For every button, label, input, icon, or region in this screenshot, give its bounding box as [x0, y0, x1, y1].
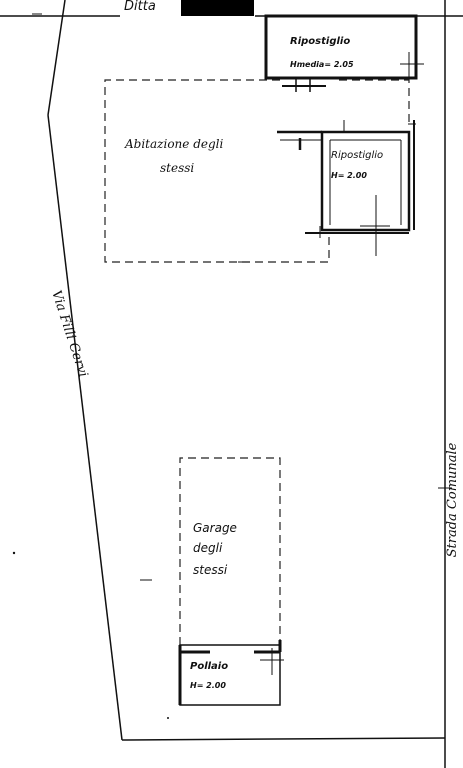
henhouse — [178, 640, 284, 706]
boundary-dark-strip — [181, 0, 254, 16]
garage-outline — [179, 457, 281, 645]
henhouse-name: Pollaio — [190, 661, 228, 672]
storage-room-right — [305, 120, 416, 256]
house-label-line2: stessi — [160, 161, 194, 175]
top-edge-label: Ditta — [124, 0, 156, 14]
wall-corner — [277, 130, 322, 150]
street-left-label: Via Filli Cervi — [48, 289, 90, 380]
garage-label-line3: stessi — [193, 563, 228, 577]
storage-top-height: Hmedia= 2.05 — [290, 60, 354, 69]
dot-mark — [12, 551, 16, 555]
dot-mark — [167, 717, 169, 719]
storage-room-top — [264, 14, 424, 92]
garage-label-line2: degli — [193, 541, 223, 555]
storage-right-name: Ripostiglio — [331, 150, 383, 161]
house-label-line1: Abitazione degli — [124, 137, 223, 151]
street-right-label: Strada Comunale — [445, 442, 460, 557]
storage-top-name: Ripostiglio — [290, 36, 350, 47]
storage-right-height: H= 2.00 — [331, 171, 367, 180]
house-outline — [104, 79, 410, 263]
garage-label-line1: Garage — [193, 521, 237, 535]
henhouse-height: H= 2.00 — [190, 681, 226, 690]
